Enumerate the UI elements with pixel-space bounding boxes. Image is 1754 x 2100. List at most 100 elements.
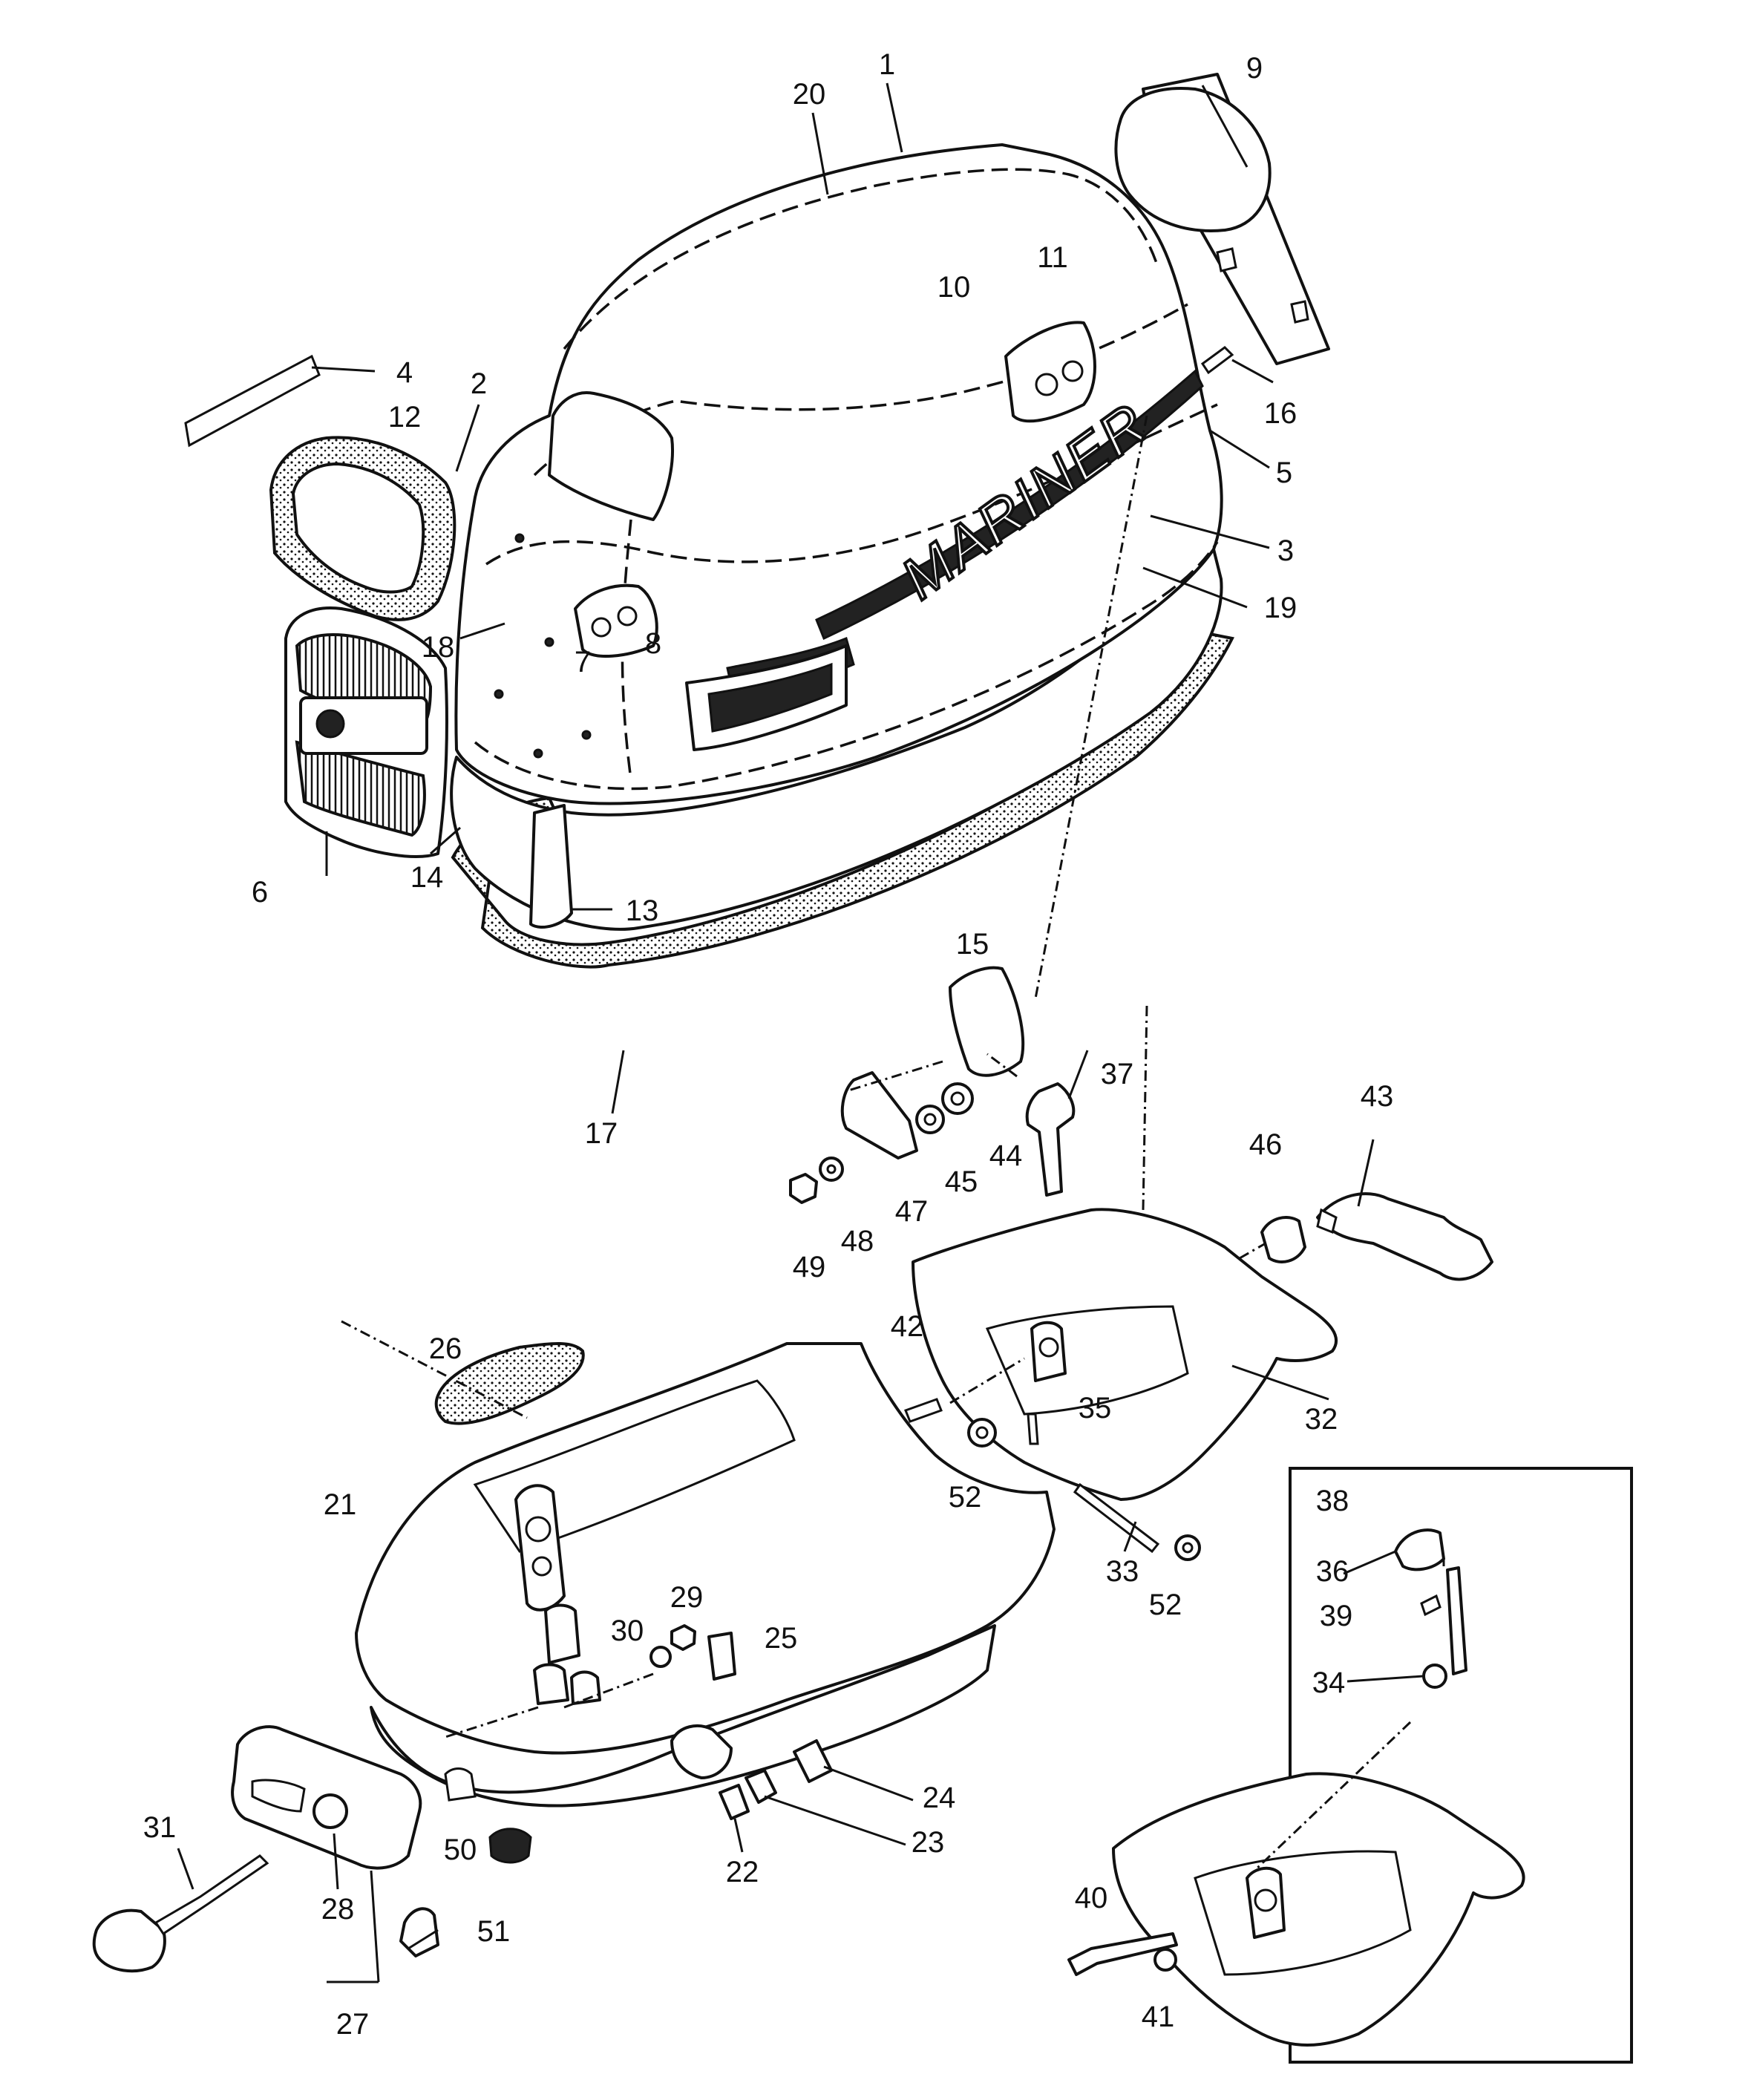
callout-38: 38 (1316, 1485, 1349, 1517)
callout-1: 1 (879, 48, 895, 81)
callout-51: 51 (477, 1915, 511, 1948)
bolt-40 (1067, 1932, 1178, 1976)
rivet (581, 730, 592, 740)
callout-49: 49 (793, 1251, 826, 1283)
screw (1290, 300, 1309, 324)
callout-50: 50 (444, 1834, 477, 1866)
callout-leaders (177, 82, 1424, 1983)
callout-30: 30 (611, 1615, 644, 1647)
decal-4 (184, 354, 321, 448)
pin-25 (707, 1632, 736, 1681)
connector-23 (745, 1769, 777, 1804)
callout-18: 18 (422, 631, 455, 664)
callout-8: 8 (645, 627, 661, 660)
callout-21: 21 (324, 1488, 357, 1521)
callout-41: 41 (1142, 2001, 1175, 2033)
callout-33: 33 (1106, 1555, 1139, 1588)
callout-2: 2 (471, 367, 487, 400)
switch-28 (312, 1793, 348, 1829)
decal-stripe-5 (815, 369, 1204, 641)
post (544, 1603, 580, 1664)
logo-badge (315, 709, 345, 739)
callout-36: 36 (1316, 1555, 1349, 1588)
bracket-13 (529, 804, 573, 929)
plate-15 (949, 966, 1025, 1077)
latch-plate-front (574, 583, 658, 658)
washer-41 (1153, 1948, 1177, 1972)
washer-34 (1422, 1664, 1447, 1689)
pin-35 (1027, 1413, 1039, 1445)
switch-cable-31 (92, 1854, 269, 1973)
callout-46: 46 (1249, 1128, 1283, 1161)
callout-11: 11 (1037, 241, 1068, 274)
connector-22 (719, 1784, 750, 1820)
latch-plate (1004, 321, 1096, 423)
callout-4: 4 (396, 356, 413, 389)
inset-bracket-assembly (1067, 1528, 1525, 2047)
rivet (533, 748, 543, 759)
callout-20: 20 (793, 78, 826, 111)
seal-26 (434, 1342, 585, 1425)
callout-24: 24 (923, 1782, 956, 1814)
callout-17: 17 (585, 1117, 618, 1150)
vent-panel-9 (1114, 73, 1330, 365)
cowl-dash-band (474, 541, 1219, 791)
clip-51 (399, 1907, 439, 1957)
screw (1216, 247, 1237, 272)
grommet-11 (1061, 360, 1084, 382)
callout-32: 32 (1305, 1403, 1338, 1436)
bezel-12 (269, 436, 457, 621)
cowl-dash-side (621, 519, 632, 780)
callout-40: 40 (1075, 1882, 1108, 1914)
pin-42 (904, 1398, 943, 1423)
post (533, 1663, 569, 1705)
nut-29 (670, 1624, 696, 1651)
cowl-dash-mid (533, 303, 1188, 477)
callout-39: 39 (1320, 1600, 1353, 1632)
rod-33 (1073, 1482, 1160, 1554)
callout-42: 42 (891, 1310, 924, 1343)
handle-43 (1316, 1192, 1493, 1281)
front-panel-27 (231, 1725, 422, 1870)
bolt-16 (1200, 346, 1234, 375)
decal-box-inner (707, 662, 833, 733)
grommet-7 (591, 617, 612, 638)
callout-28: 28 (321, 1893, 355, 1926)
callout-34: 34 (1312, 1666, 1346, 1699)
callout-45: 45 (945, 1165, 978, 1198)
bushing-46 (1260, 1216, 1306, 1263)
latch-hardware (789, 1071, 974, 1204)
grommet-10 (1035, 373, 1058, 396)
top-cowl-assembly: MARINER (450, 143, 1234, 969)
post (570, 1670, 601, 1705)
callout-44: 44 (989, 1139, 1023, 1172)
latch-rod-37 (1025, 1082, 1076, 1197)
callout-52a: 52 (949, 1481, 982, 1514)
callout-5: 5 (1276, 457, 1292, 489)
callout-26: 26 (429, 1332, 462, 1365)
callout-27: 27 (336, 2008, 370, 2041)
callout-labels: 20 1 9 10 11 4 2 12 16 5 3 19 18 7 8 14 … (143, 48, 1394, 2041)
callout-6: 6 (252, 876, 268, 909)
grommet-8 (617, 606, 638, 627)
bottom-cowl-21 (355, 1342, 1056, 1808)
bracket-32 (912, 1208, 1338, 1501)
callout-10: 10 (937, 271, 971, 304)
screw-36 (1446, 1566, 1467, 1675)
stud (1316, 1208, 1338, 1234)
callout-22: 22 (726, 1856, 759, 1888)
fuel-fitting (670, 1724, 833, 1820)
boss (444, 1767, 477, 1802)
rivet (494, 689, 504, 699)
spring-39 (1420, 1594, 1442, 1617)
grille-6 (284, 606, 448, 858)
nut-49 (789, 1173, 818, 1204)
washer-30 (649, 1646, 672, 1668)
callout-12: 12 (388, 401, 422, 434)
inset-frame (1289, 1467, 1633, 2064)
rivet (544, 637, 554, 647)
callout-15: 15 (956, 928, 989, 961)
cowl-dash-top (563, 168, 1159, 350)
knob-38 (1394, 1528, 1445, 1571)
